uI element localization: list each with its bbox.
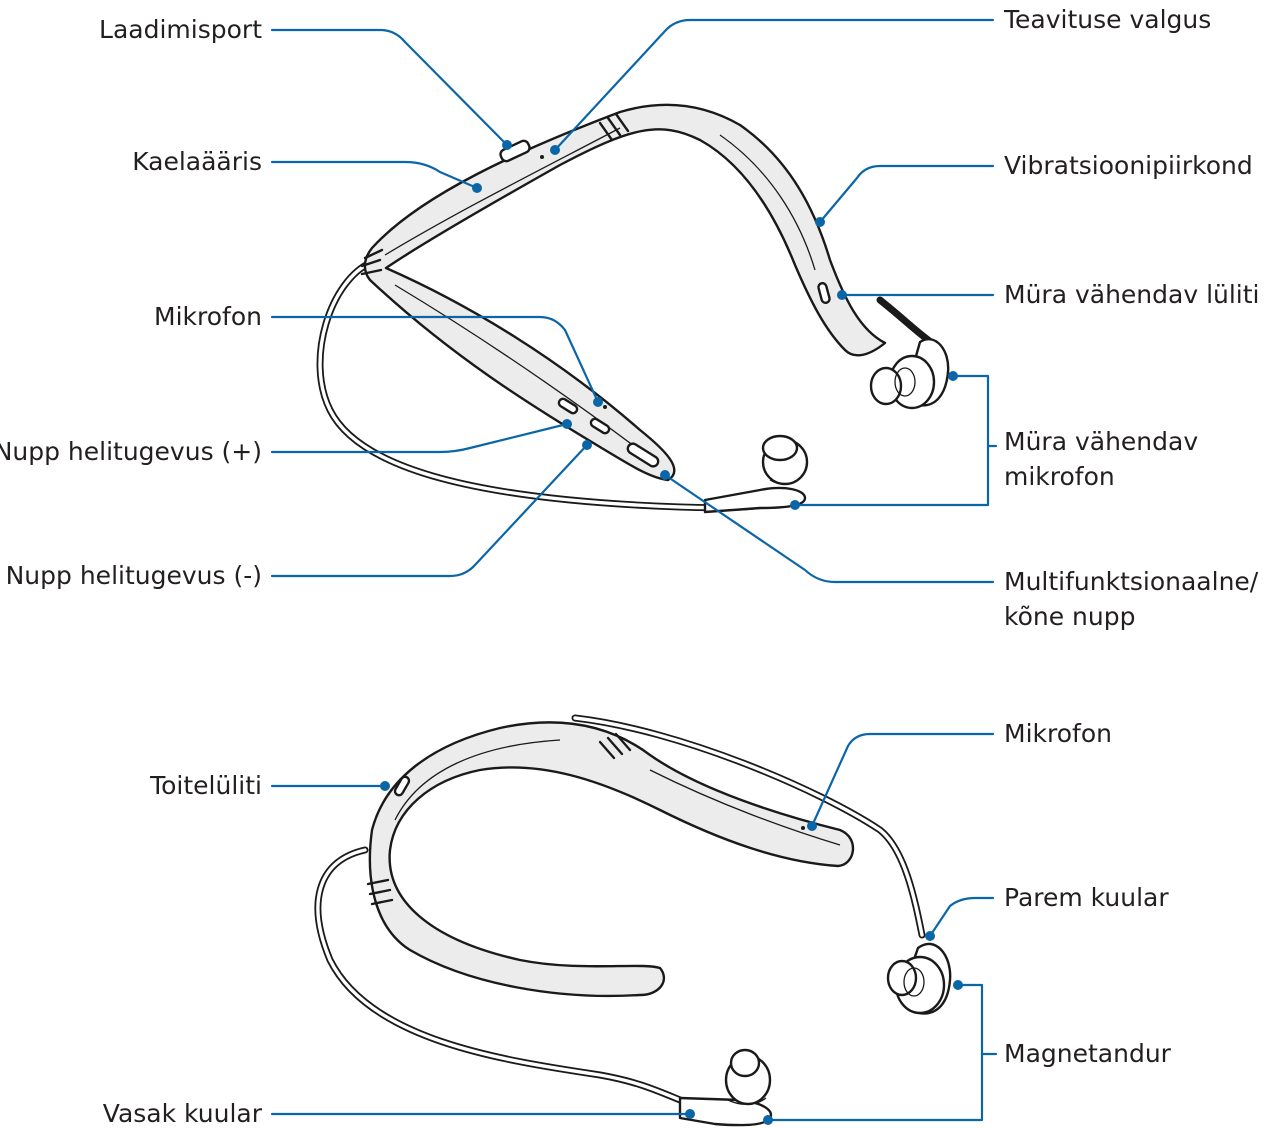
label-right-earbud: Parem kuular: [1004, 883, 1169, 912]
label-neckband: Kaelaääris: [132, 147, 262, 176]
label-charging-port: Laadimisport: [99, 15, 262, 44]
label-left-earbud: Vasak kuular: [103, 1099, 263, 1128]
label-multifunction-line2: kõne nupp: [1004, 602, 1135, 631]
label-volume-down: Nupp helitugevus (-): [6, 561, 262, 590]
label-notification-light: Teavituse valgus: [1003, 5, 1211, 34]
label-microphone-bottom: Mikrofon: [1004, 719, 1112, 748]
headset-bottom-view: [318, 718, 950, 1125]
label-noise-cancel-switch: Müra vähendav lüliti: [1004, 280, 1260, 309]
label-noise-cancel-mic-line2: mikrofon: [1004, 462, 1115, 491]
label-power-switch: Toitelüliti: [149, 771, 262, 800]
top-leaders: [272, 20, 996, 582]
label-volume-up: Nupp helitugevus (+): [0, 437, 262, 466]
label-noise-cancel-mic-line1: Müra vähendav: [1004, 427, 1198, 456]
label-multifunction-line1: Multifunktsionaalne/: [1004, 567, 1259, 596]
label-vibration-area: Vibratsioonipiirkond: [1004, 151, 1253, 180]
label-magnet-sensor: Magnetandur: [1004, 1039, 1172, 1068]
label-microphone-top: Mikrofon: [154, 302, 262, 331]
